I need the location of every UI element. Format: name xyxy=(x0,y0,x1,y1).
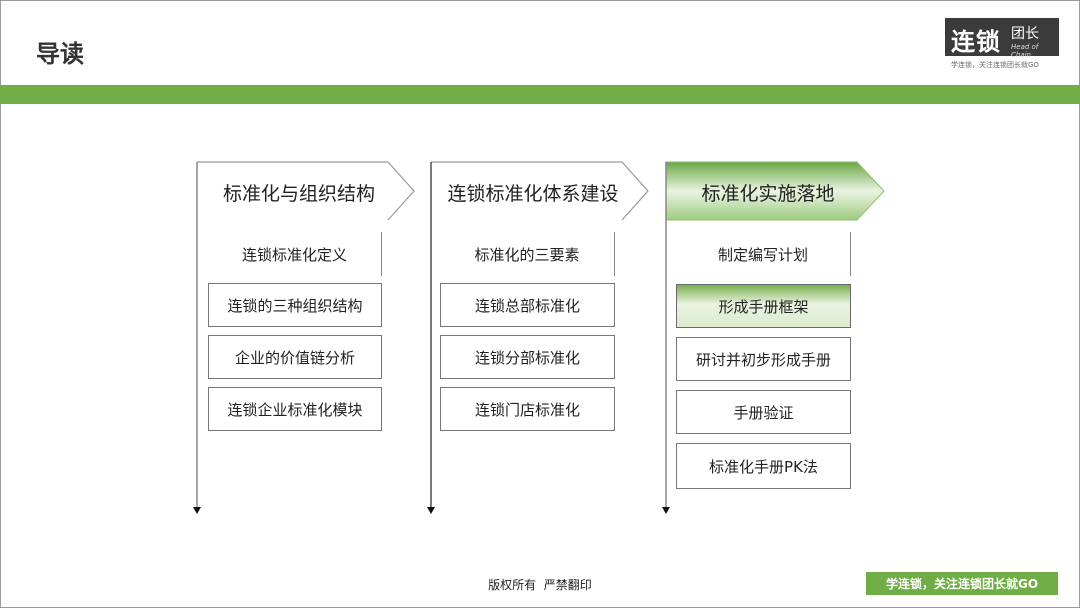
page-title: 导读 xyxy=(36,40,84,68)
list-item[interactable]: 研讨并初步形成手册 xyxy=(676,337,851,381)
list-item[interactable]: 连锁分部标准化 xyxy=(440,335,615,379)
list-item[interactable]: 连锁总部标准化 xyxy=(440,283,615,327)
logo-main: 连锁 xyxy=(951,28,1001,56)
list-item[interactable]: 企业的价值链分析 xyxy=(208,335,382,379)
list-item[interactable]: 标准化的三要素 xyxy=(440,232,615,276)
list-item[interactable]: 连锁企业标准化模块 xyxy=(208,387,382,431)
list-item[interactable]: 标准化手册PK法 xyxy=(676,443,851,489)
column-title-1: 标准化与组织结构 xyxy=(222,183,375,205)
column-title-3: 标准化实施落地 xyxy=(701,183,835,205)
logo: 连锁 团长 Head of Chain xyxy=(945,18,1059,59)
column-title-2: 连锁标准化体系建设 xyxy=(447,183,619,205)
slogan-badge: 学连锁，关注连锁团长就GO xyxy=(866,572,1058,595)
list-item[interactable]: 连锁标准化定义 xyxy=(208,232,382,276)
list-item-active[interactable]: 形成手册框架 xyxy=(676,284,851,328)
list-item[interactable]: 制定编写计划 xyxy=(676,232,851,276)
copyright-text: 版权所有 严禁翻印 xyxy=(488,578,592,592)
arrowhead-3 xyxy=(662,507,670,514)
column-header-shape-1 xyxy=(197,161,415,221)
header-green-bar xyxy=(0,85,1080,104)
arrowhead-2 xyxy=(427,507,435,514)
column-header-shape-2 xyxy=(431,161,649,221)
arrowhead-1 xyxy=(193,507,201,514)
list-item[interactable]: 手册验证 xyxy=(676,390,851,434)
list-item[interactable]: 连锁的三种组织结构 xyxy=(208,283,382,327)
logo-sub: 团长 xyxy=(1011,26,1039,42)
logo-en: Head of Chain xyxy=(1011,43,1039,59)
list-item[interactable]: 连锁门店标准化 xyxy=(440,387,615,431)
logo-tagline: 学连锁，关注连锁团长就GO xyxy=(951,61,1039,69)
